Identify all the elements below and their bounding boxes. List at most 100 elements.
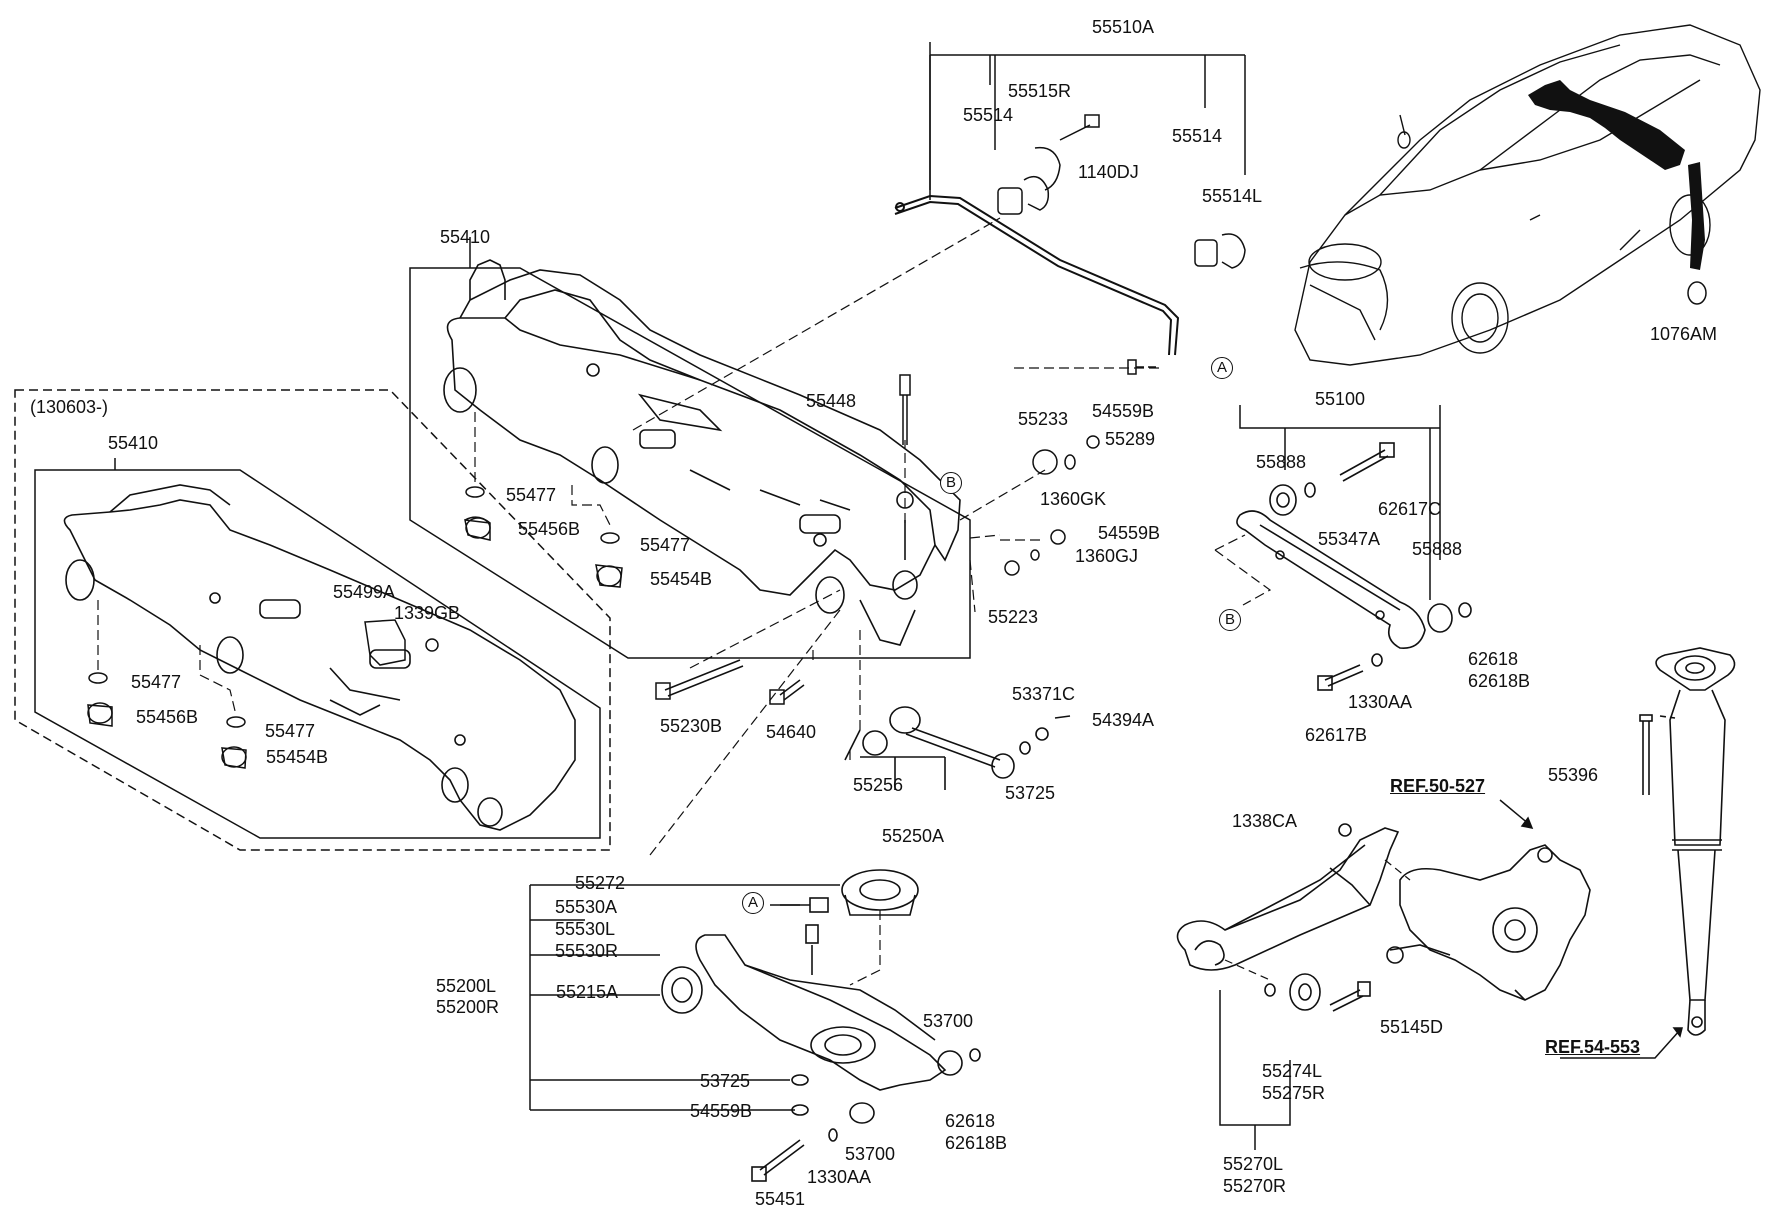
label-1076AM: 1076AM	[1650, 324, 1718, 344]
label-55530A: 55530A	[555, 897, 618, 917]
label-53725-b: 53725	[700, 1071, 751, 1091]
label-53700-a: 53700	[923, 1011, 974, 1031]
label-1330AA-a: 1330AA	[1348, 692, 1413, 712]
stabilizer-bar	[894, 194, 1180, 356]
label-54559B-top: 54559B	[1092, 401, 1155, 421]
trailing-arm	[1176, 823, 1400, 1012]
label-62618-b: 62618	[945, 1111, 996, 1131]
stabilizer-bracket-lines	[929, 42, 1246, 200]
label-54559B-bot: 54559B	[690, 1101, 753, 1121]
main-bushings	[464, 486, 623, 588]
label-1360GK: 1360GK	[1040, 489, 1107, 509]
lateral-dashed-leaders	[1214, 534, 1272, 606]
stabilizer-bushings	[997, 114, 1246, 269]
label-1360GJ: 1360GJ	[1075, 546, 1139, 566]
label-53725-a: 53725	[1005, 783, 1056, 803]
knuckle	[1386, 844, 1591, 1001]
label-55499A: 55499A	[333, 582, 396, 602]
label-55275R: 55275R	[1262, 1083, 1326, 1103]
main-dashed-leaders	[474, 217, 1160, 856]
label-55530R: 55530R	[555, 941, 619, 961]
label-62618B-b: 62618B	[945, 1133, 1008, 1153]
label-62618-a: 62618	[1468, 649, 1519, 669]
alt-parts	[87, 619, 439, 769]
label-55270R: 55270R	[1223, 1176, 1287, 1196]
label-55888-b: 55888	[1412, 539, 1463, 559]
label-1339GB: 1339GB	[394, 603, 461, 623]
label-ref-54-553: REF.54-553	[1545, 1037, 1641, 1057]
label-55514L: 55514L	[1202, 186, 1263, 206]
label-55451: 55451	[755, 1189, 806, 1209]
label-130603: (130603-)	[30, 397, 109, 417]
label-55410-alt: 55410	[108, 433, 159, 453]
label-55289: 55289	[1105, 429, 1156, 449]
label-1338CA: 1338CA	[1232, 811, 1298, 831]
label-55477-b: 55477	[640, 535, 691, 555]
lower-arm-leaders	[849, 910, 881, 986]
label-62617B: 62617B	[1305, 725, 1368, 745]
label-55454B-b: 55454B	[266, 747, 329, 767]
label-55530L: 55530L	[555, 919, 616, 939]
label-55250A: 55250A	[882, 826, 945, 846]
label-55200R: 55200R	[436, 997, 500, 1017]
main-bolts	[655, 374, 911, 705]
car-highlighted-subframe	[1528, 80, 1705, 270]
label-55515R: 55515R	[1008, 81, 1072, 101]
label-55272: 55272	[575, 873, 626, 893]
label-55456B-a: 55456B	[518, 519, 581, 539]
lateral-arm-bracket	[1239, 405, 1441, 600]
label-55410-main: 55410	[440, 227, 491, 247]
main-crossmember-frame	[409, 237, 971, 659]
main-crossmember	[443, 259, 961, 646]
label-62617C: 62617C	[1378, 499, 1442, 519]
label-1330AA-b: 1330AA	[807, 1167, 872, 1187]
label-55514-right: 55514	[1172, 126, 1223, 146]
label-55510A: 55510A	[1092, 17, 1155, 37]
label-53371C: 53371C	[1012, 684, 1076, 704]
label-55454B-a: 55454B	[650, 569, 713, 589]
label-55888-a: 55888	[1256, 452, 1307, 472]
alt-dashed-leaders	[97, 600, 237, 716]
trailing-arm-leaders	[1224, 859, 1411, 981]
label-55145D: 55145D	[1380, 1017, 1444, 1037]
label-55270L: 55270L	[1223, 1154, 1284, 1174]
label-55230B: 55230B	[660, 716, 723, 736]
label-55200L: 55200L	[436, 976, 497, 996]
label-55448: 55448	[806, 391, 857, 411]
label-55215A: 55215A	[556, 982, 619, 1002]
ref-arrows	[1499, 799, 1683, 1059]
label-54640: 54640	[766, 722, 817, 742]
alt-crossmember-frame	[14, 389, 611, 851]
label-55477-a: 55477	[506, 485, 557, 505]
label-54394A: 54394A	[1092, 710, 1155, 730]
lower-arm-bracket	[529, 884, 840, 1111]
label-53700-b: 53700	[845, 1144, 896, 1164]
label-55514-top: 55514	[963, 105, 1014, 125]
trailing-rod	[844, 706, 1071, 790]
car-bumper-part	[1687, 281, 1707, 305]
washers-right	[1004, 435, 1100, 576]
label-55274L: 55274L	[1262, 1061, 1323, 1081]
callout-b-right: B	[1219, 609, 1241, 631]
label-55233: 55233	[1018, 409, 1069, 429]
label-55477-c: 55477	[131, 672, 182, 692]
trailing-arm-bracket	[1219, 990, 1291, 1150]
label-55256: 55256	[853, 775, 904, 795]
callout-b-left: B	[940, 472, 962, 494]
label-55477-d: 55477	[265, 721, 316, 741]
stabilizer-link	[1127, 359, 1160, 375]
label-55456B-b: 55456B	[136, 707, 199, 727]
label-62618B-a: 62618B	[1468, 671, 1531, 691]
label-54559B-mid: 54559B	[1098, 523, 1161, 543]
label-1140DJ: 1140DJ	[1078, 162, 1139, 182]
label-55100: 55100	[1315, 389, 1366, 409]
callout-a-top: A	[1211, 357, 1233, 379]
shock-absorber	[1639, 647, 1736, 1036]
label-55396: 55396	[1548, 765, 1599, 785]
lower-arm	[661, 869, 981, 1182]
lateral-arm	[1236, 442, 1472, 691]
label-55347A: 55347A	[1318, 529, 1381, 549]
callout-a-bottom: A	[742, 892, 764, 914]
